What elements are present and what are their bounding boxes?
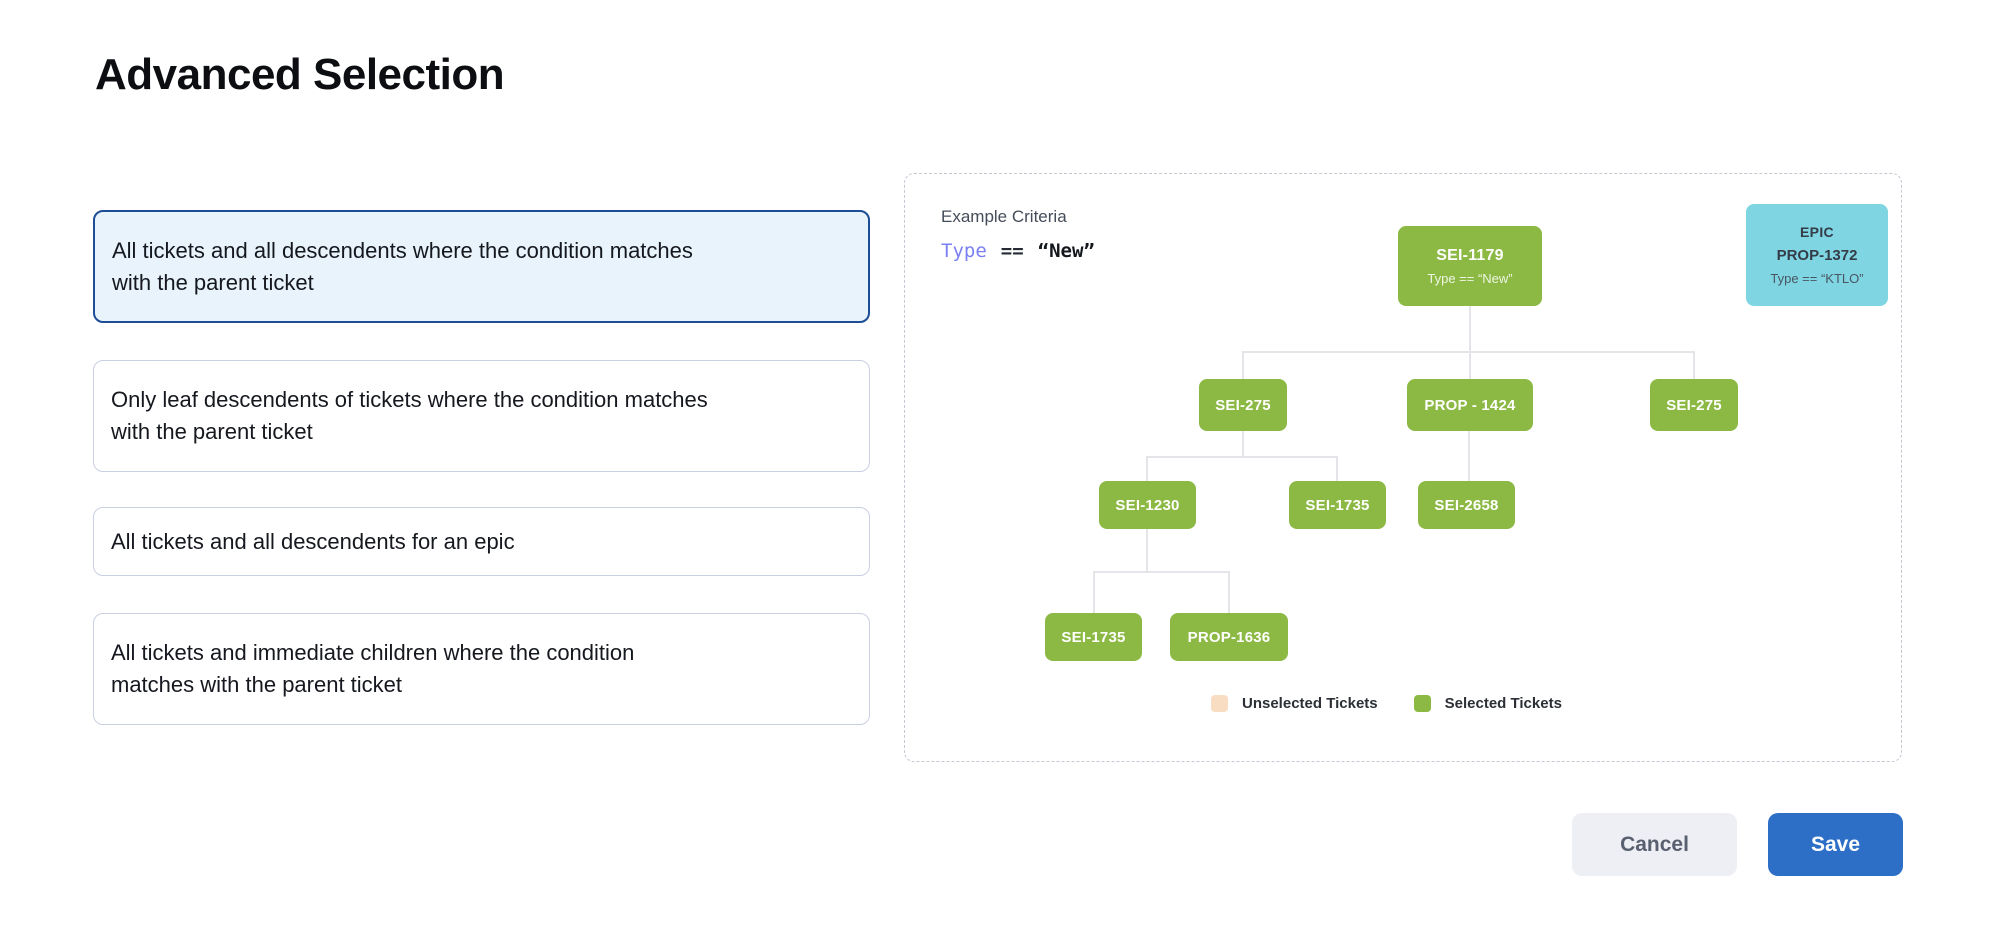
tree-node: PROP-1636 bbox=[1170, 613, 1288, 661]
criteria-expression: Type == “New” bbox=[941, 240, 1095, 262]
selection-options-list: All tickets and all descendents where th… bbox=[93, 210, 870, 730]
tree-connector bbox=[1147, 456, 1337, 458]
tree-node: PROP - 1424 bbox=[1407, 379, 1533, 431]
option-label: Only leaf descendents of tickets where t… bbox=[111, 387, 708, 444]
tree-node: SEI-2658 bbox=[1418, 481, 1515, 529]
tree-connector bbox=[1243, 351, 1694, 353]
epic-condition: Type == “KTLO” bbox=[1770, 271, 1864, 286]
criteria-value: “New” bbox=[1037, 240, 1095, 262]
epic-ticket-id: PROP-1372 bbox=[1776, 247, 1858, 264]
criteria-operator: == bbox=[1000, 240, 1024, 262]
tree-node-root: SEI-1179 Type == “New” bbox=[1398, 226, 1542, 306]
page-title: Advanced Selection bbox=[95, 50, 505, 99]
legend: Unselected Tickets Selected Tickets bbox=[1211, 695, 1562, 712]
option-label: All tickets and all descendents for an e… bbox=[111, 528, 515, 554]
tree-connector bbox=[1242, 431, 1244, 456]
node-condition: Type == “New” bbox=[1427, 270, 1513, 286]
legend-item-unselected: Unselected Tickets bbox=[1211, 695, 1378, 712]
node-id: SEI-1230 bbox=[1115, 496, 1180, 514]
tree-node: SEI-1230 bbox=[1099, 481, 1196, 529]
legend-item-selected: Selected Tickets bbox=[1413, 695, 1562, 712]
legend-label: Unselected Tickets bbox=[1242, 695, 1378, 712]
legend-label: Selected Tickets bbox=[1444, 695, 1562, 712]
tree-connector bbox=[1693, 351, 1695, 379]
cancel-button[interactable]: Cancel bbox=[1572, 813, 1737, 876]
example-panel: Example Criteria Type == “New” EPIC PROP… bbox=[904, 173, 1902, 762]
node-id: PROP-1636 bbox=[1187, 628, 1271, 646]
tree-node: SEI-1735 bbox=[1289, 481, 1386, 529]
option-label: All tickets and all descendents where th… bbox=[112, 237, 693, 295]
epic-card: EPIC PROP-1372 Type == “KTLO” bbox=[1746, 204, 1888, 306]
tree-connector bbox=[1094, 571, 1229, 573]
tree-connector bbox=[1228, 571, 1230, 613]
tree-node: SEI-1735 bbox=[1045, 613, 1142, 661]
option-all-descendents-condition[interactable]: All tickets and all descendents where th… bbox=[93, 210, 870, 323]
tree-connector bbox=[1336, 456, 1338, 481]
node-id: PROP - 1424 bbox=[1424, 396, 1516, 414]
option-immediate-children-condition[interactable]: All tickets and immediate children where… bbox=[93, 613, 870, 725]
node-id: SEI-1735 bbox=[1061, 628, 1126, 646]
example-criteria-heading: Example Criteria bbox=[941, 207, 1067, 226]
tree-connector bbox=[1146, 456, 1148, 481]
node-id: SEI-275 bbox=[1666, 396, 1722, 414]
tree-connector bbox=[1468, 431, 1470, 481]
tree-node: SEI-275 bbox=[1650, 379, 1738, 431]
unselected-tickets-swatch-icon bbox=[1211, 695, 1228, 712]
node-id: SEI-2658 bbox=[1434, 496, 1499, 514]
tree-connector bbox=[1242, 351, 1244, 379]
option-leaf-descendents-condition[interactable]: Only leaf descendents of tickets where t… bbox=[93, 360, 870, 472]
tree-connector bbox=[1469, 306, 1471, 351]
criteria-field: Type bbox=[941, 240, 987, 262]
tree-node: SEI-275 bbox=[1199, 379, 1287, 431]
tree-connector bbox=[1093, 571, 1095, 613]
save-button[interactable]: Save bbox=[1768, 813, 1903, 876]
epic-type-label: EPIC bbox=[1800, 224, 1834, 240]
option-all-descendents-epic[interactable]: All tickets and all descendents for an e… bbox=[93, 507, 870, 576]
node-id: SEI-1179 bbox=[1436, 246, 1504, 264]
tree-connector bbox=[1146, 529, 1148, 571]
tree-connector bbox=[1469, 351, 1471, 379]
node-id: SEI-1735 bbox=[1305, 496, 1370, 514]
option-label: All tickets and immediate children where… bbox=[111, 640, 635, 697]
node-id: SEI-275 bbox=[1215, 396, 1271, 414]
selected-tickets-swatch-icon bbox=[1413, 695, 1431, 712]
